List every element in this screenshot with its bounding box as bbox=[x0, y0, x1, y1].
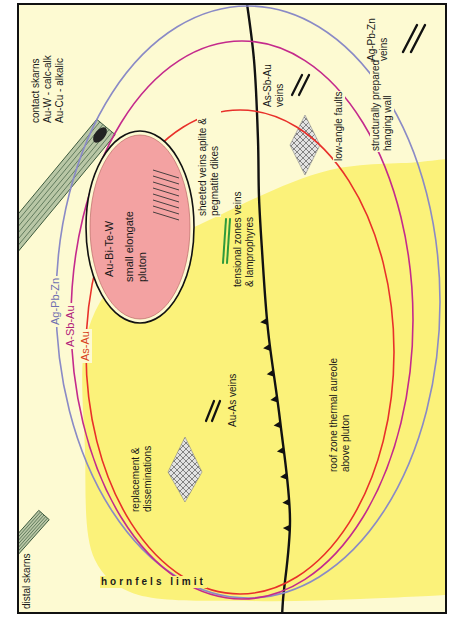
vein-label: Au-As veins bbox=[227, 374, 239, 427]
pluton: Au-Bi-Te-W small elongate pluton bbox=[85, 130, 195, 324]
zone-label: Au-Bi-Te-W bbox=[103, 219, 116, 279]
thrust-tooth bbox=[274, 421, 281, 428]
zone-label: As-Au bbox=[79, 329, 92, 363]
thrust-tooth bbox=[283, 525, 290, 532]
vein-line bbox=[212, 401, 220, 421]
as-sb-au-zone: A-Sb-AuAs-AuAu-Bi-Te-Wsmall elongate plu… bbox=[70, 40, 414, 600]
zone-label: A-Sb-Au bbox=[64, 303, 77, 349]
thrust-tooth bbox=[267, 370, 274, 377]
zone-boundary bbox=[71, 41, 413, 599]
aureole-label: roof zone thermal aureole above pluton bbox=[328, 340, 352, 472]
bedding-line bbox=[18, 518, 47, 554]
deposit-label: replacement & disseminations bbox=[130, 427, 154, 512]
vein-label: tensional zones veins & lamprophyres bbox=[232, 187, 256, 287]
zone-boundary bbox=[86, 110, 394, 594]
skarn-label: distal skarns bbox=[21, 553, 33, 609]
skarn-type: Au-Cu - alkalic bbox=[54, 58, 66, 123]
tensional-vein-symbol bbox=[223, 219, 230, 263]
thrust-tooth bbox=[270, 395, 277, 402]
vein-label: sheeted veins aplite & pegmatite dikes bbox=[197, 97, 221, 217]
as-sb-au-vein-symbol bbox=[292, 75, 309, 95]
sheeted-vein-line bbox=[153, 170, 179, 178]
vein-line bbox=[299, 75, 309, 95]
sediment-band bbox=[18, 510, 49, 555]
thrust-tooth bbox=[260, 318, 267, 325]
au-bi-te-w-zone bbox=[86, 131, 194, 323]
zone-boundary bbox=[56, 6, 440, 598]
zone-outline bbox=[70, 40, 414, 600]
vein-label: As-Sb-Au veins bbox=[262, 55, 286, 107]
zone-label: small elongate pluton bbox=[123, 200, 149, 284]
low-angle-fault bbox=[246, 4, 290, 613]
vein-line bbox=[411, 25, 425, 52]
as-au-zone: As-AuAu-Bi-Te-Wsmall elongate pluton bbox=[85, 109, 395, 595]
vein-label: Ag-Pb-Zn veins bbox=[366, 9, 390, 61]
thrust-tooth bbox=[263, 344, 270, 351]
skarn-type: Au-W - calc-alk bbox=[42, 55, 54, 123]
distal-skarn-beds bbox=[18, 510, 49, 555]
zone-label: Ag-Pb-Zn bbox=[49, 276, 62, 327]
thrust-tooth bbox=[282, 499, 289, 506]
crosshatch-hanging-wall bbox=[290, 115, 320, 175]
frame bbox=[18, 4, 446, 613]
zone-outline bbox=[85, 130, 195, 324]
vein-line bbox=[223, 219, 226, 263]
vein-line bbox=[403, 25, 417, 52]
map-ground bbox=[18, 4, 446, 613]
hornfels-limit-label: hornfels limit bbox=[100, 576, 207, 588]
vein-line bbox=[227, 219, 230, 263]
pluton-body bbox=[90, 135, 190, 319]
thrust-tooth bbox=[280, 473, 287, 480]
skarn-heading: contact skarns bbox=[30, 59, 42, 123]
au-as-vein-symbol bbox=[206, 401, 220, 421]
ag-pb-zn-vein-symbol bbox=[403, 25, 425, 52]
crosshatch-replacement bbox=[168, 437, 202, 502]
background bbox=[18, 4, 446, 613]
fault-label: low-angle faults bbox=[333, 91, 345, 162]
thrust-tooth bbox=[277, 447, 284, 454]
